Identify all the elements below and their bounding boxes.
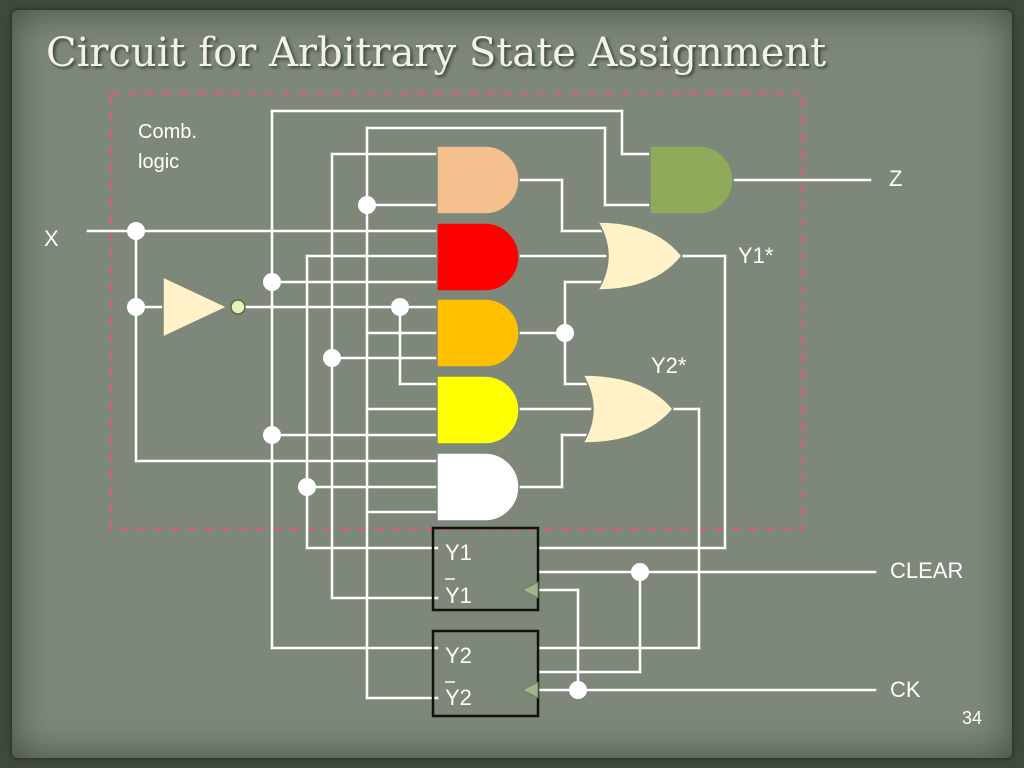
and-gate-3 [436, 298, 520, 368]
ff2-q-label: Y2 [445, 643, 472, 668]
ff1-qbar-label: Y1 [445, 583, 472, 608]
slide-title: Circuit for Arbitrary State Assignment [46, 30, 827, 76]
flipflop-1 [431, 526, 540, 612]
ff1-clock-indicator [520, 581, 539, 599]
page-number: 34 [962, 708, 983, 728]
z-and-gate [649, 145, 734, 215]
ff1-q-label: Y1 [445, 540, 472, 565]
and-gate-1 [436, 145, 520, 215]
comb-logic-box [109, 91, 805, 531]
or-gate-y1 [596, 221, 683, 291]
ff2-clock-indicator [520, 681, 539, 699]
and-gate-5 [436, 452, 520, 522]
comb-logic-label-line2: logic [138, 151, 179, 173]
and-gate-2 [436, 222, 520, 292]
comb-logic-label-line1: Comb. [138, 121, 197, 143]
or-gate-y2 [581, 374, 674, 444]
output-z-label: Z [889, 166, 902, 191]
ff2-qbar-label: Y2 [445, 685, 472, 710]
flipflop-2 [431, 629, 540, 718]
junction-dots [127, 196, 649, 699]
y1-star-label: Y1* [738, 243, 774, 268]
and-gate-4 [436, 375, 520, 445]
wires [86, 109, 877, 700]
y2-star-label: Y2* [651, 353, 687, 378]
input-x-label: X [44, 226, 59, 251]
ck-label: CK [890, 677, 921, 702]
slide-background [12, 10, 1012, 758]
clear-label: CLEAR [890, 558, 963, 583]
inverter-gate [162, 275, 246, 339]
